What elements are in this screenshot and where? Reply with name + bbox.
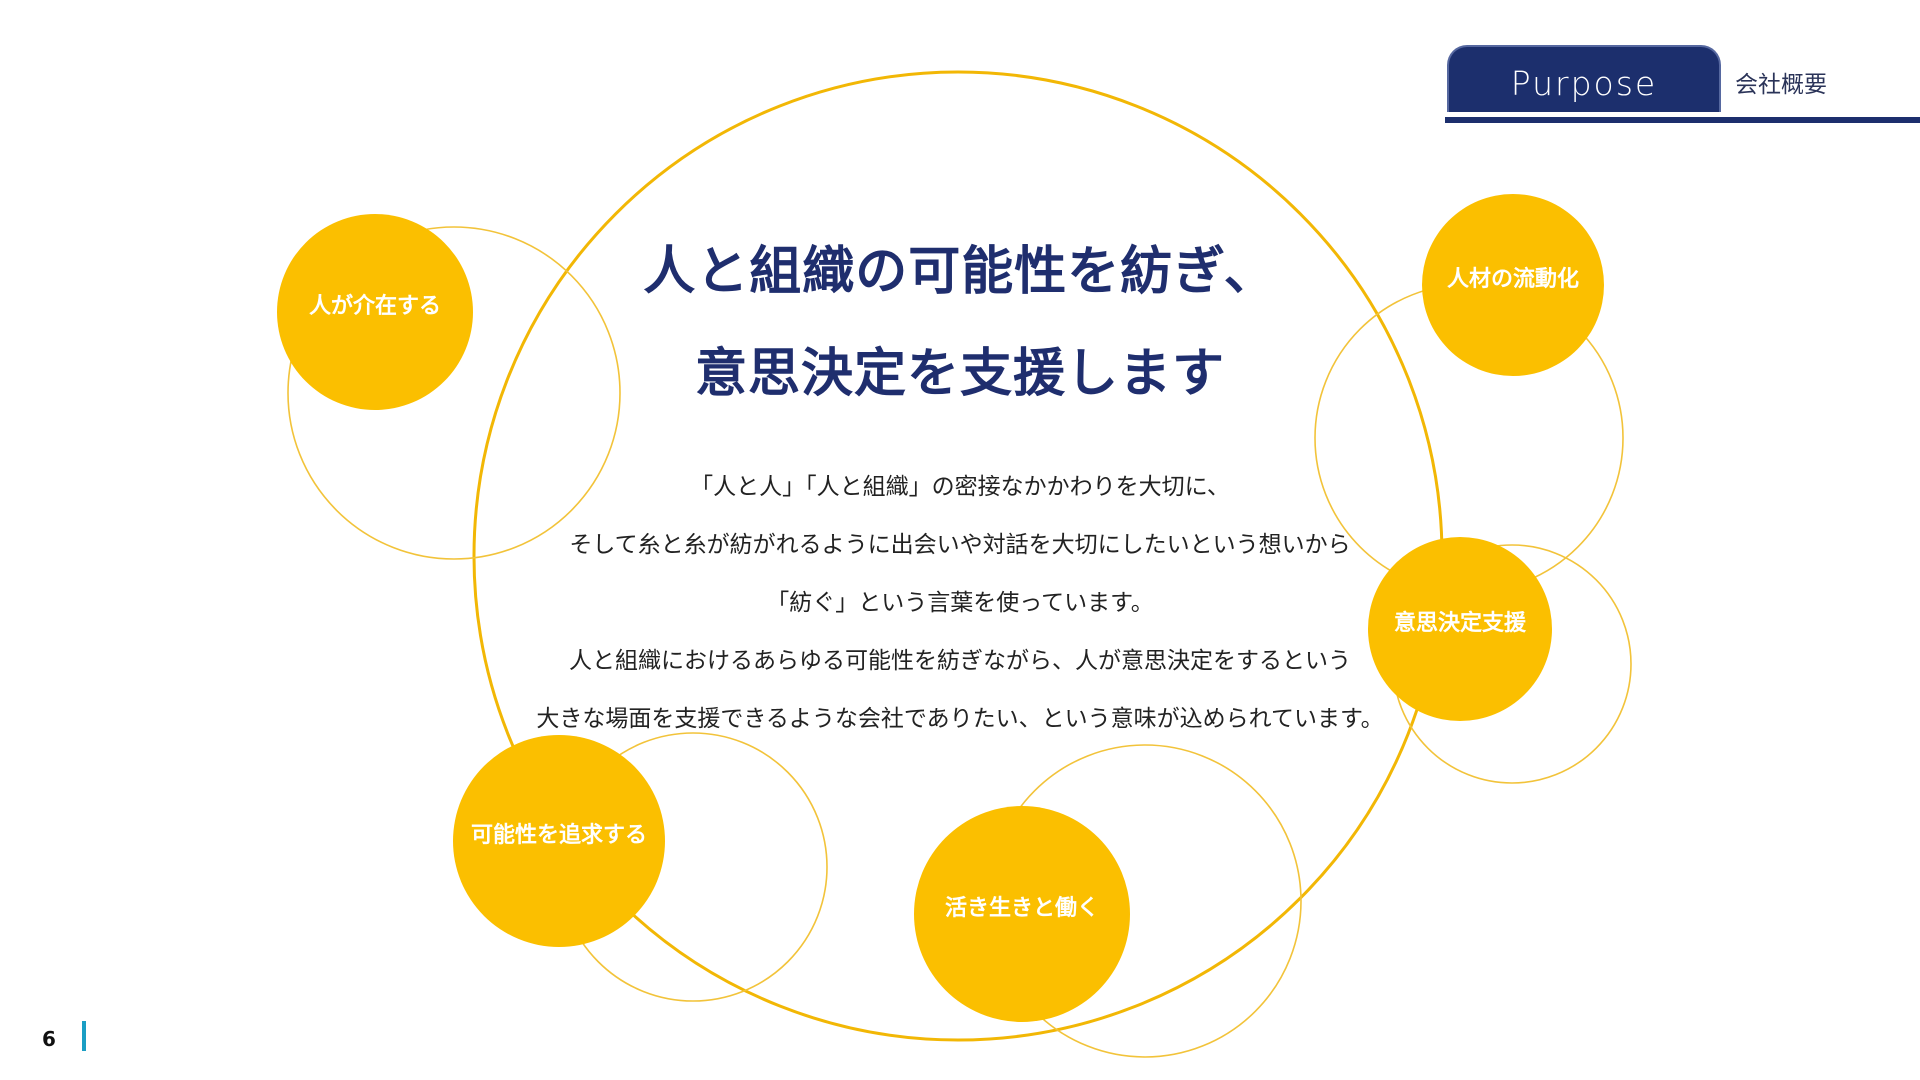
headline-line-2: 意思決定を支援します <box>694 344 1225 404</box>
bubble-human-involvement: 人が介在する <box>277 214 473 410</box>
page-number-divider <box>82 1021 86 1051</box>
section-label: 会社概要 <box>1735 72 1827 98</box>
bubble-pursue-possibility: 可能性を追求する <box>453 735 665 947</box>
purpose-tab-label: Purpose <box>1510 64 1658 103</box>
bubble-work-vibrantly: 活き生きと働く <box>914 806 1130 1022</box>
bubble-decision-support: 意思決定支援 <box>1368 537 1552 721</box>
body-line-2: そして糸と糸が紡がれるように出会いや対話を大切にしたいという想いから <box>569 532 1351 558</box>
page-number: 6 <box>42 1027 56 1051</box>
ring-outline-1 <box>287 226 621 560</box>
bubble-label: 可能性を追求する <box>470 823 647 848</box>
header-underline <box>1445 117 1920 123</box>
bubble-label: 意思決定支援 <box>1393 611 1526 636</box>
bubble-talent-mobility: 人材の流動化 <box>1422 194 1604 376</box>
purpose-tab: Purpose <box>1447 45 1721 112</box>
bubble-label: 人材の流動化 <box>1446 267 1579 292</box>
body-line-1: 「人と人」「人と組織」の密接なかかわりを大切に、 <box>690 474 1230 500</box>
bubble-label: 活き生きと働く <box>944 896 1099 921</box>
body-line-5: 大きな場面を支援できるような会社でありたい、という意味が込められています。 <box>536 706 1384 732</box>
body-line-3: 「紡ぐ」という言葉を使っています。 <box>766 590 1154 616</box>
body-line-4: 人と組織におけるあらゆる可能性を紡ぎながら、人が意思決定をするという <box>569 648 1351 674</box>
bubble-label: 人が介在する <box>308 294 441 319</box>
headline-line-1: 人と組織の可能性を紡ぎ、 <box>643 242 1277 302</box>
